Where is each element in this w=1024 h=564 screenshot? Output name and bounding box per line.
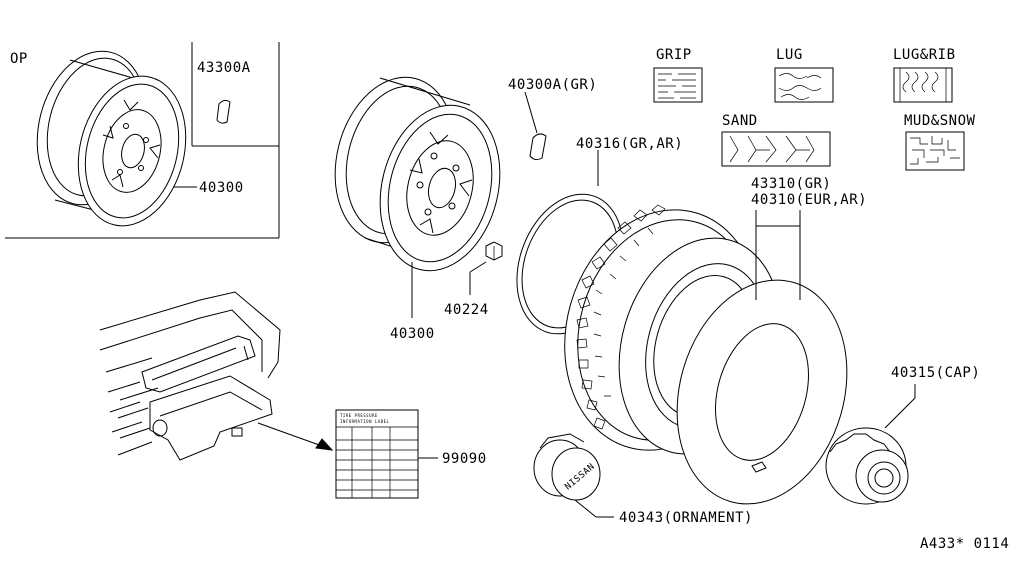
diagram-code: A433* 0114 (920, 536, 1009, 552)
op-title: OP (10, 51, 28, 67)
center-cap-icon (825, 427, 909, 505)
svg-text:LUG: LUG (776, 47, 803, 63)
tread-pattern-grip: GRIP (653, 47, 703, 103)
ornament-icon: NISSAN (533, 433, 601, 501)
op-part-43300a-label: 43300A (197, 60, 251, 76)
flap-label: 40316(GR,AR) (576, 136, 683, 152)
label-part-number: 99090 (442, 451, 487, 467)
op-wheel-icon (36, 50, 187, 227)
placard-line-1: TIRE PRESSURE (340, 413, 378, 418)
tire-pressure-label-icon: TIRE PRESSURE INFORMATION LABEL (335, 409, 419, 499)
nut-label: 40224 (444, 302, 489, 318)
svg-text:SAND: SAND (722, 113, 758, 129)
op-part-40300-label: 40300 (199, 180, 244, 196)
balance-weight-icon (529, 133, 547, 161)
svg-text:LUG&RIB: LUG&RIB (893, 47, 956, 63)
placard-line-2: INFORMATION LABEL (340, 419, 390, 424)
ornament-label: 40343(ORNAMENT) (619, 510, 753, 526)
op-inset: OP 43300A 40300 (5, 42, 280, 239)
arrow-icon (315, 438, 334, 451)
wheel-label: 40300 (390, 326, 435, 342)
valve-stem-icon (751, 461, 767, 473)
op-weight-icon (216, 99, 231, 124)
tread-pattern-lug-rib: LUG&RIB (893, 47, 956, 103)
main-wheel-icon (334, 76, 501, 272)
tread-pattern-lug: LUG (774, 47, 834, 103)
tire-eur-label: 40310(EUR,AR) (751, 192, 867, 208)
wheel-nut-icon (485, 241, 503, 261)
vehicle-frame-icon (99, 291, 281, 461)
tread-pattern-mud-snow: MUD&SNOW (904, 113, 976, 171)
cap-label: 40315(CAP) (891, 365, 980, 381)
tire-gr-label: 43310(GR) (751, 176, 831, 192)
tread-pattern-sand: SAND (721, 113, 831, 167)
svg-text:GRIP: GRIP (656, 47, 692, 63)
weight-label: 40300A(GR) (508, 77, 597, 93)
svg-text:MUD&SNOW: MUD&SNOW (904, 113, 976, 129)
tube-icon (676, 279, 848, 505)
